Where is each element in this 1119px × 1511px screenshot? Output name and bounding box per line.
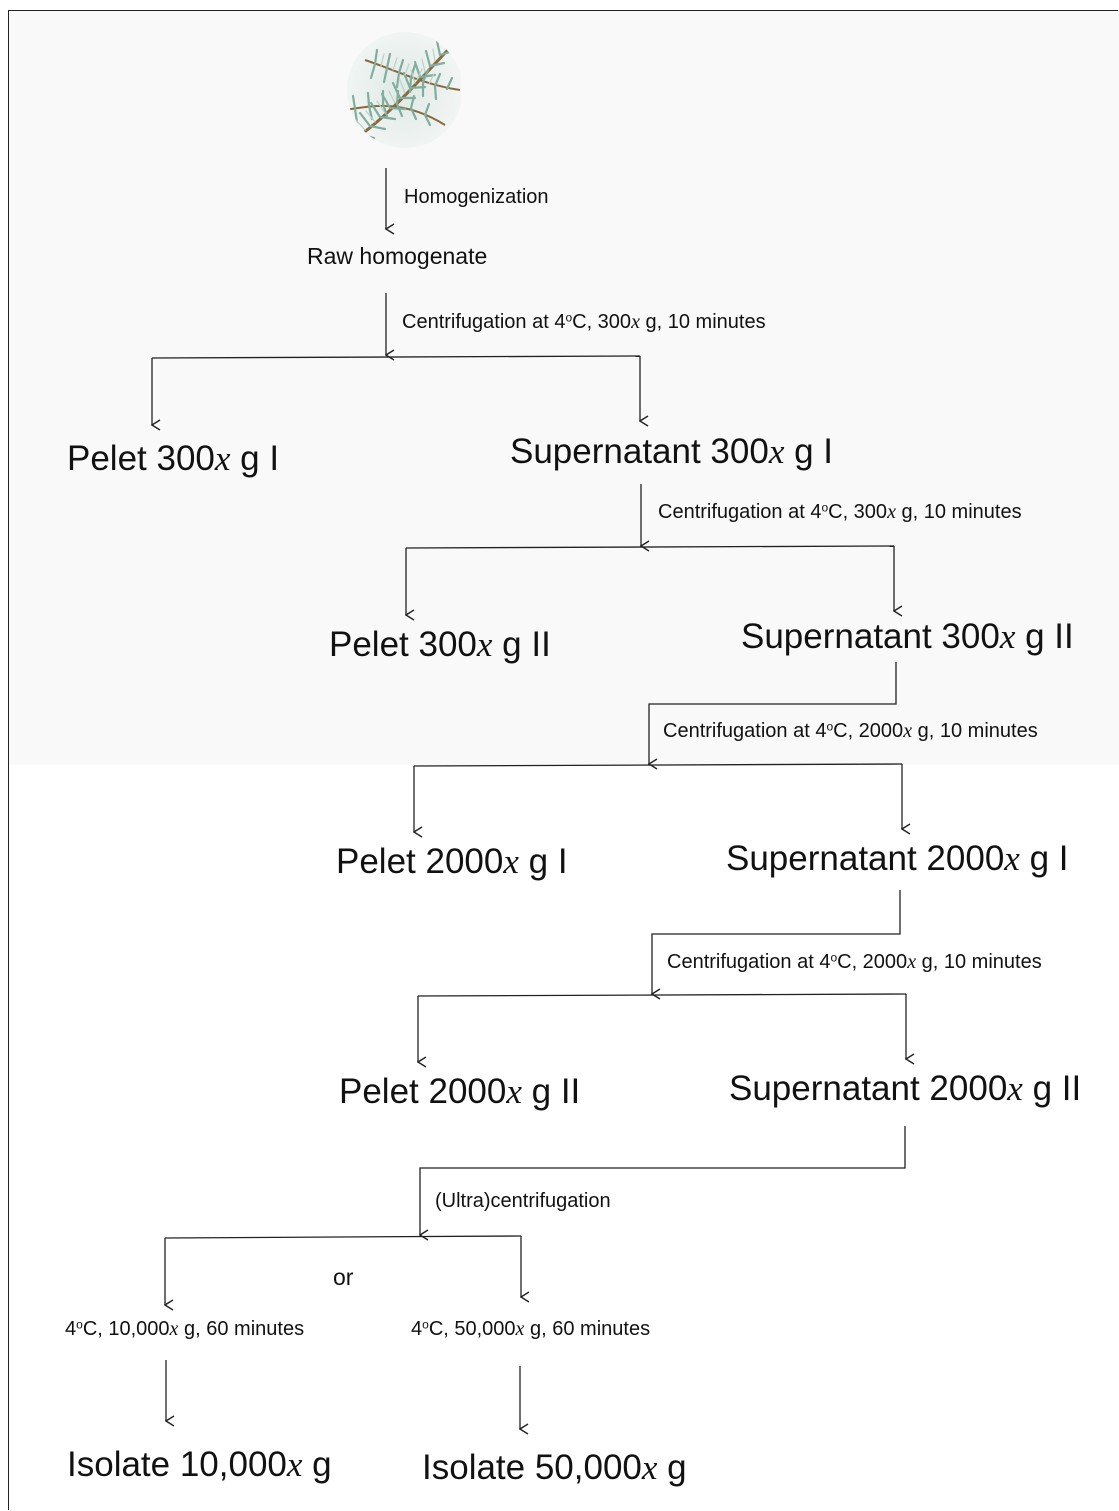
node-pelet-2000-I: Pelet 2000x g I	[336, 842, 568, 881]
node-isolate-50000: Isolate 50,000x g	[422, 1448, 687, 1487]
branch-1	[151, 355, 641, 359]
label-condition-left: 4oC, 10,000x g, 60 minutes	[65, 1317, 305, 1340]
branch-4	[417, 993, 907, 997]
label-centrifugation-1: Centrifugation at 4oC, 300x g, 10 minute…	[402, 310, 766, 333]
top-background	[9, 11, 1119, 765]
node-supernatant-2000-II: Supernatant 2000x g II	[729, 1069, 1082, 1108]
spruce-branch-image	[347, 32, 461, 148]
connector-sup2	[649, 662, 897, 764]
label-centrifugation-2: Centrifugation at 4oC, 300x g, 10 minute…	[658, 500, 1022, 523]
node-pelet-300-II: Pelet 300x g II	[329, 625, 551, 664]
node-pelet-2000-II: Pelet 2000x g II	[339, 1072, 581, 1111]
label-ultracentrifugation: (Ultra)centrifugation	[435, 1190, 611, 1212]
figure-frame	[8, 10, 1118, 1510]
connector-sup3	[652, 890, 901, 994]
node-pelet-300-I: Pelet 300x g I	[67, 439, 280, 478]
branch-5	[164, 1235, 522, 1239]
label-centrifugation-4: Centrifugation at 4oC, 2000x g, 10 minut…	[667, 950, 1042, 973]
label-raw-homogenate: Raw homogenate	[307, 243, 488, 269]
label-homogenization: Homogenization	[404, 186, 549, 208]
node-supernatant-300-II: Supernatant 300x g II	[741, 617, 1074, 656]
connector-sup4	[420, 1126, 906, 1235]
branch-2	[405, 545, 895, 549]
node-isolate-10000: Isolate 10,000x g	[67, 1445, 332, 1484]
label-centrifugation-3: Centrifugation at 4oC, 2000x g, 10 minut…	[663, 719, 1038, 742]
node-supernatant-2000-I: Supernatant 2000x g I	[726, 839, 1069, 878]
label-or: or	[333, 1264, 354, 1290]
label-condition-right: 4oC, 50,000x g, 60 minutes	[411, 1317, 651, 1340]
branch-3	[413, 763, 903, 767]
node-supernatant-300-I: Supernatant 300x g I	[510, 432, 834, 471]
